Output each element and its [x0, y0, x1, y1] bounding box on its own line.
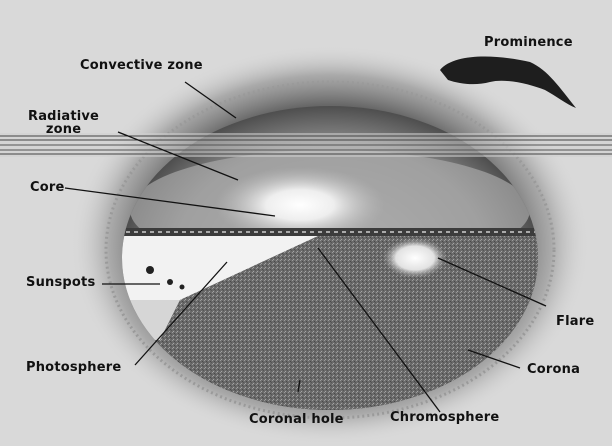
label-coronal-hole: Coronal hole: [249, 412, 344, 427]
label-sunspots: Sunspots: [26, 275, 95, 290]
sunspot: [180, 285, 185, 290]
sunspot: [146, 266, 154, 274]
label-corona: Corona: [527, 362, 580, 377]
label-convective-zone: Convective zone: [80, 58, 203, 73]
label-chromosphere: Chromosphere: [390, 410, 499, 425]
label-prominence: Prominence: [484, 35, 573, 50]
label-radiative-line2: zone: [28, 123, 99, 136]
label-radiative-zone: Radiative zone: [28, 110, 99, 136]
sunspot: [167, 279, 173, 285]
label-flare: Flare: [556, 314, 594, 329]
flare-glow: [383, 238, 447, 278]
label-core: Core: [30, 180, 65, 195]
label-photosphere: Photosphere: [26, 360, 121, 375]
